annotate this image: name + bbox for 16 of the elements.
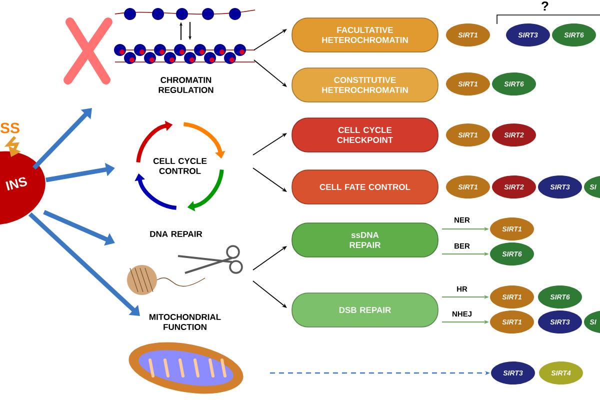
process-pill: CONSTITUTIVE HETEROCHROMATIN [292, 68, 438, 102]
process-pill: ssDNA REPAIR [292, 222, 438, 258]
category-label: CHROMATIN REGULATION [158, 77, 214, 93]
arrow [32, 108, 92, 170]
arrow [254, 60, 287, 87]
process-pill: DSB REPAIR [292, 292, 438, 328]
process-pill: CELL CYCLE CHECKPOINT [292, 118, 438, 152]
process-pill: FACULTATIVE HETEROCHROMATIN [292, 18, 438, 52]
question-mark: ? [542, 1, 548, 11]
category-label: DNA REPAIR [150, 231, 202, 237]
arrow [28, 212, 140, 316]
category-label: MITOCHONDRIAL FUNCTION [150, 314, 221, 330]
stress-label: SS [0, 122, 20, 134]
category-label: CELL CYCLE CONTROL [153, 158, 207, 174]
process-pill: CELL FATE CONTROL [292, 170, 438, 204]
arrow [252, 280, 287, 308]
